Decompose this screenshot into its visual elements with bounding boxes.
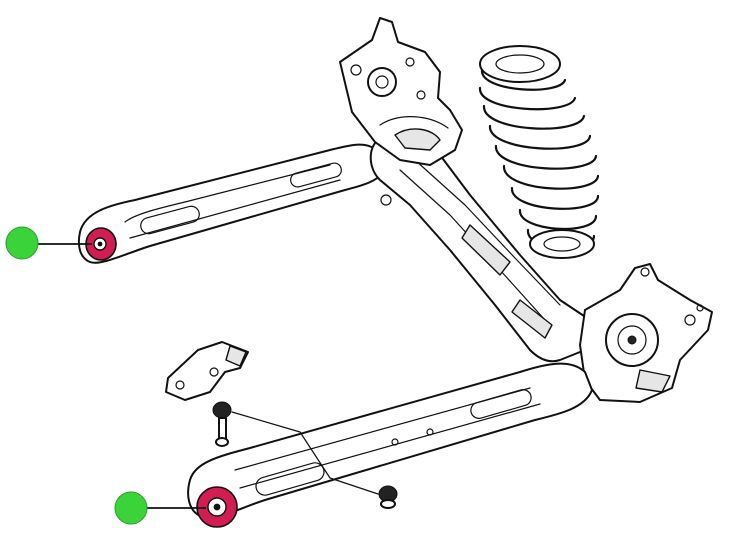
lower-hub-carrier [579, 263, 713, 403]
callout-upper [5, 226, 92, 260]
mounting-bolt-upper [212, 401, 232, 447]
lower-trailing-arm-bushing [196, 486, 238, 528]
upper-trailing-arm [77, 143, 386, 264]
upper-knuckle [339, 17, 463, 166]
mounting-bolt-lower [378, 485, 398, 509]
crossmember-beam [369, 137, 595, 363]
callout-lower [114, 491, 206, 525]
mounting-bracket [165, 341, 249, 401]
callout-marker-lower [114, 491, 148, 525]
coil-spring [478, 45, 600, 259]
callout-marker-upper [5, 226, 39, 260]
brace-line [231, 411, 379, 495]
